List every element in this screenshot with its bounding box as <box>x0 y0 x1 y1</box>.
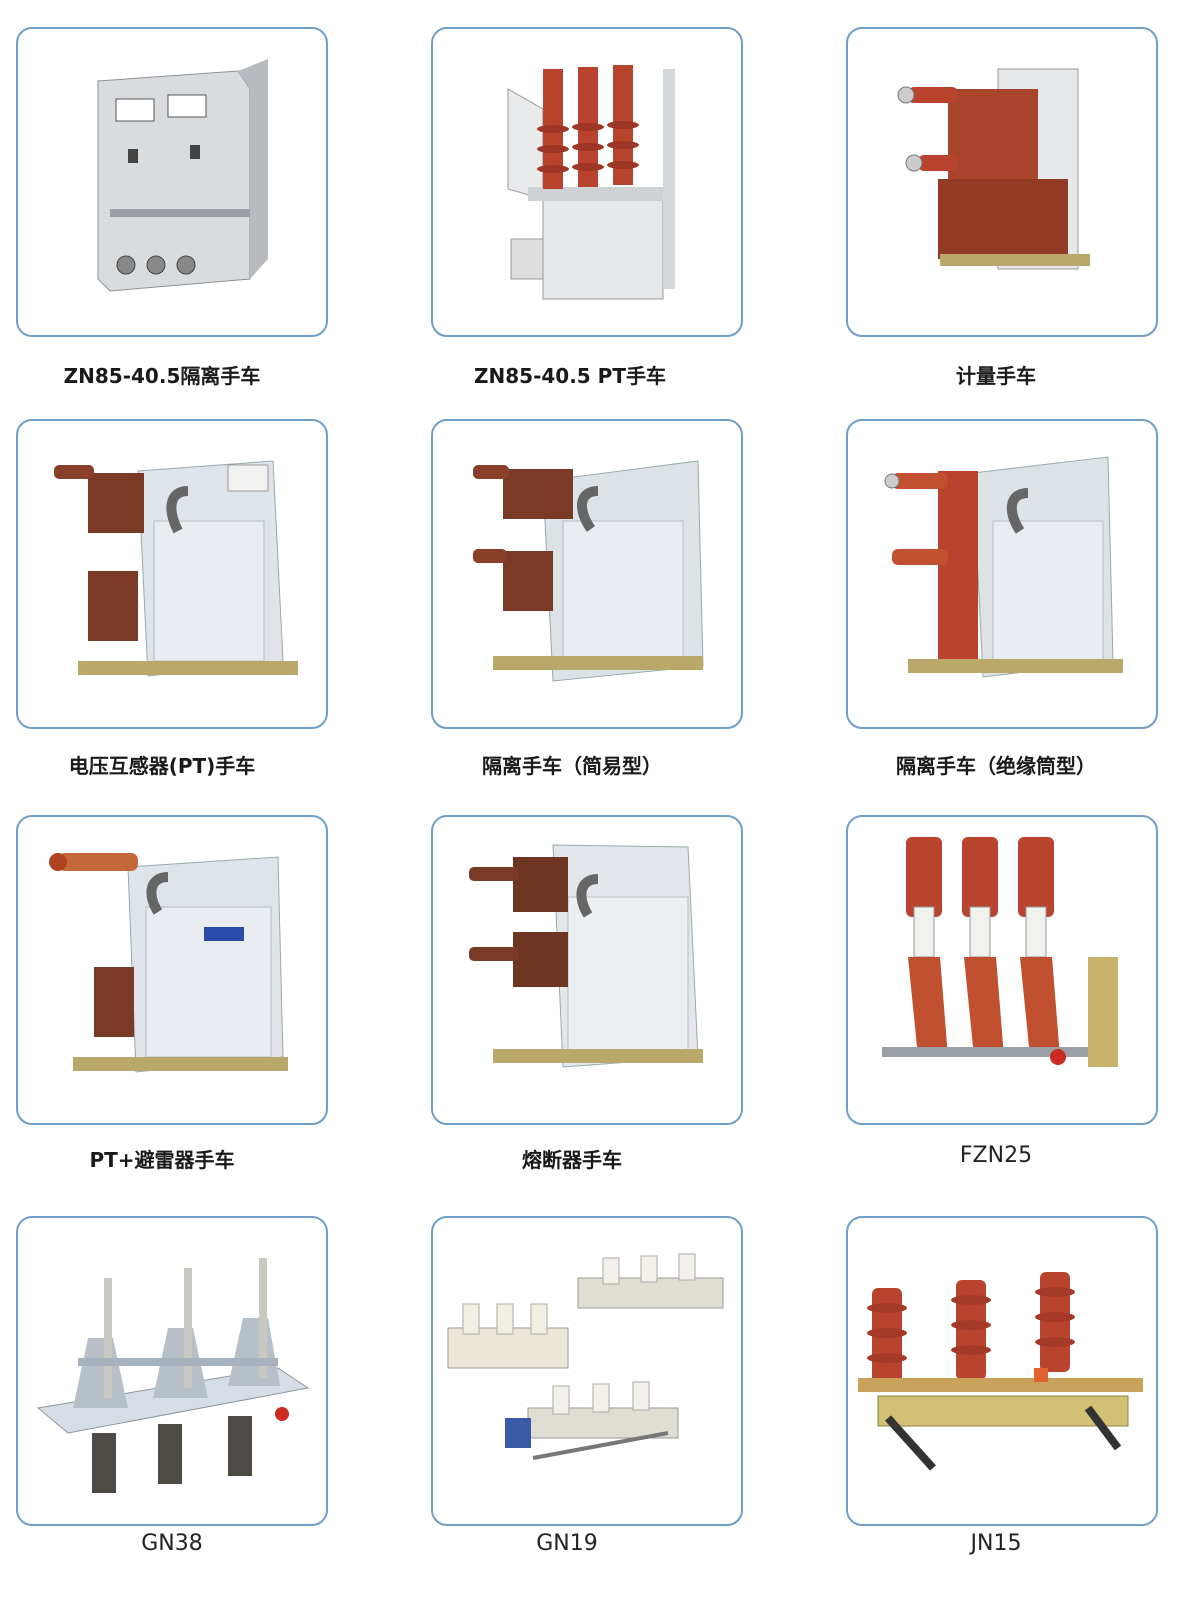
product-label-jn15: JN15 <box>970 1531 1022 1556</box>
product-label-isolation-simple: 隔离手车（简易型） <box>482 754 662 778</box>
metal-cabinet-truck-icon <box>97 59 268 292</box>
product-card-gn38[interactable] <box>16 1216 328 1526</box>
pt-truck-red-insulators-icon <box>507 65 675 300</box>
product-card-pt-arrester[interactable] <box>16 815 328 1125</box>
product-card-fzn25[interactable] <box>846 815 1158 1125</box>
earthing-switch-jn15-icon <box>858 1272 1143 1471</box>
product-label-fuse: 熔断器手车 <box>522 1148 622 1172</box>
product-label-fzn25: FZN25 <box>959 1143 1033 1168</box>
product-label-metering: 计量手车 <box>956 364 1036 388</box>
product-card-isolation-simple[interactable] <box>431 419 743 729</box>
product-card-zn85-pt[interactable] <box>431 27 743 337</box>
pt-arrester-truck-icon <box>49 853 288 1073</box>
product-card-zn85-isolation[interactable] <box>16 27 328 337</box>
product-card-jn15[interactable] <box>846 1216 1158 1526</box>
product-label-zn85-pt: ZN85-40.5 PT手车 <box>474 364 666 388</box>
disconnect-switch-gn38-icon <box>36 1258 310 1493</box>
fuse-truck-icon <box>469 844 703 1068</box>
product-card-isolation-insulated[interactable] <box>846 419 1158 729</box>
isolation-truck-simple-icon <box>473 460 704 682</box>
product-label-pt-truck: 电压互感器(PT)手车 <box>68 754 256 778</box>
load-switch-fzn25-icon <box>882 837 1118 1067</box>
product-label-gn38: GN38 <box>141 1531 203 1556</box>
product-label-isolation-insulated: 隔离手车（绝缘筒型） <box>896 754 1096 778</box>
voltage-transformer-truck-icon <box>54 460 298 677</box>
product-label-pt-arrester: PT+避雷器手车 <box>89 1148 235 1172</box>
isolation-truck-insulated-icon <box>884 456 1123 678</box>
product-label-gn19: GN19 <box>536 1531 598 1556</box>
metering-truck-icon <box>897 68 1090 270</box>
disconnect-switch-gn19-icon <box>447 1253 724 1460</box>
product-card-metering[interactable] <box>846 27 1158 337</box>
product-card-fuse[interactable] <box>431 815 743 1125</box>
product-label-zn85-isolation: ZN85-40.5隔离手车 <box>63 364 261 388</box>
product-card-pt-truck[interactable] <box>16 419 328 729</box>
product-card-gn19[interactable] <box>431 1216 743 1526</box>
